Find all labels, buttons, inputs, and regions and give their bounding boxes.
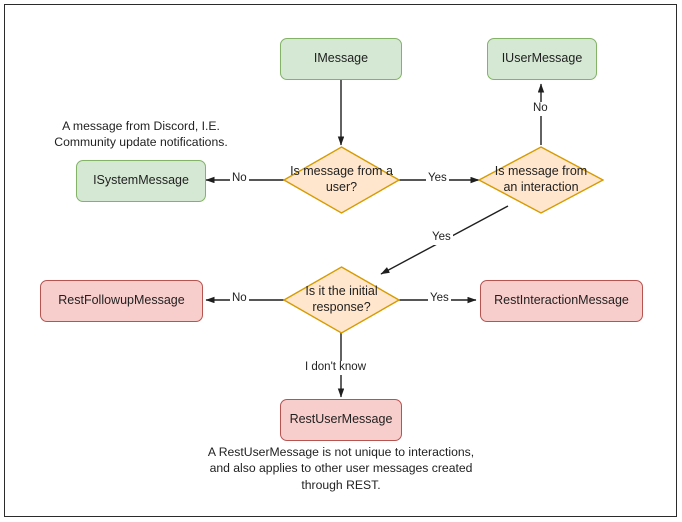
- edge-label-initial-yes: Yes: [428, 292, 451, 306]
- node-iusermessage-label: IUserMessage: [501, 51, 583, 66]
- decision-diamond-shape: [283, 266, 400, 334]
- note-rest-user-message: A RestUserMessage is not unique to inter…: [207, 445, 475, 492]
- edge-label-user-yes: Yes: [426, 172, 449, 186]
- node-isystemmessage[interactable]: ISystemMessage: [76, 160, 206, 202]
- edge-label-initial-no: No: [230, 292, 249, 306]
- decision-is-message-from-interaction[interactable]: Is message from an interaction: [478, 146, 604, 214]
- edge-label-user-no: No: [230, 172, 249, 186]
- node-restusermessage[interactable]: RestUserMessage: [280, 399, 402, 441]
- node-isystemmessage-label: ISystemMessage: [93, 173, 189, 188]
- decision-diamond-shape: [283, 146, 400, 214]
- node-restfollowupmessage-label: RestFollowupMessage: [58, 293, 185, 308]
- node-restinteractionmessage[interactable]: RestInteractionMessage: [480, 280, 643, 322]
- note-system-message: A message from Discord, I.E. Community u…: [54, 119, 228, 150]
- decision-is-message-from-user[interactable]: Is message from a user?: [283, 146, 400, 214]
- node-imessage[interactable]: IMessage: [280, 38, 402, 80]
- edge-label-interaction-yes: Yes: [430, 231, 453, 245]
- edge-label-interaction-no: No: [531, 102, 550, 116]
- node-imessage-label: IMessage: [313, 51, 369, 66]
- node-restinteractionmessage-label: RestInteractionMessage: [494, 293, 629, 308]
- node-restusermessage-label: RestUserMessage: [289, 412, 393, 427]
- decision-is-initial-response[interactable]: Is it the initial response?: [283, 266, 400, 334]
- node-restfollowupmessage[interactable]: RestFollowupMessage: [40, 280, 203, 322]
- edge-label-initial-unknown: I don't know: [303, 361, 369, 375]
- node-iusermessage[interactable]: IUserMessage: [487, 38, 597, 80]
- decision-diamond-shape: [478, 146, 604, 214]
